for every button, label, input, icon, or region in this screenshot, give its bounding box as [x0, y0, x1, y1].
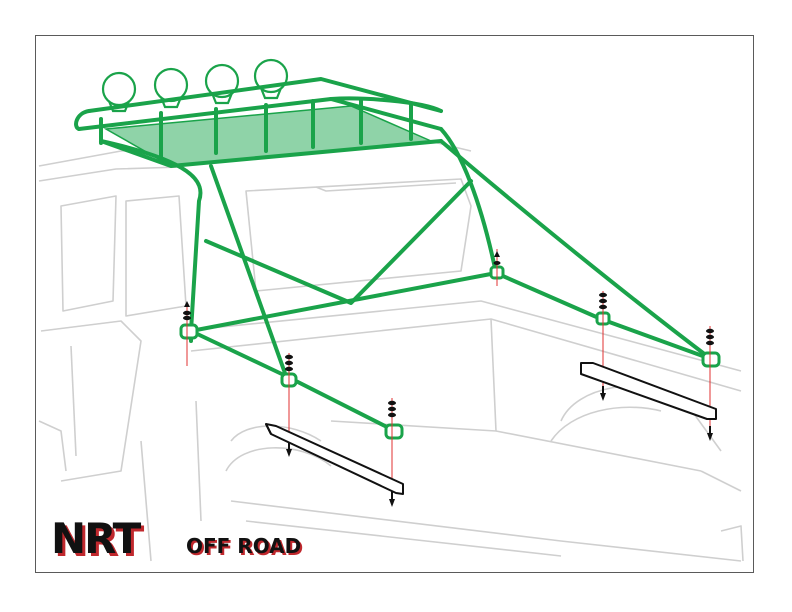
- bolt-arrow-icon: [286, 449, 292, 457]
- mount-collar: [384, 423, 404, 440]
- washer-stack-icon: [493, 251, 501, 265]
- brand-logo: NRT NRT OFF ROAD OFF ROAD: [51, 514, 303, 566]
- washer-stack-icon: [183, 301, 191, 321]
- logo-tagline: OFF ROAD: [186, 534, 301, 558]
- mount-collars: [179, 265, 721, 440]
- bolt-arrow-icon: [389, 499, 395, 507]
- logo-brand: NRT: [51, 514, 142, 563]
- washer-stack-icon: [599, 292, 607, 310]
- logo-brand-shadow: NRT: [54, 517, 145, 566]
- bed-bracket-left: [265, 423, 404, 495]
- truck-outline: [38, 138, 744, 562]
- bolt-arrow-icon: [600, 393, 606, 401]
- hardware-lines: [186, 249, 711, 496]
- install-diagram: NRT NRT OFF ROAD OFF ROAD: [38, 58, 744, 566]
- washer-stack-icon: [388, 400, 396, 418]
- mount-collar: [179, 323, 199, 340]
- diagram-frame: NRT NRT OFF ROAD OFF ROAD: [35, 35, 754, 573]
- washer-stack-icon: [706, 328, 714, 346]
- light-pod-icon: [253, 58, 289, 100]
- light-pod-icon: [204, 63, 240, 105]
- logo-tagline-shadow: OFF ROAD: [188, 536, 303, 560]
- mount-collar: [701, 351, 721, 368]
- bed-brackets: [265, 362, 717, 495]
- hardware-stacks: [183, 251, 714, 507]
- bolt-arrow-icon: [707, 433, 713, 441]
- washer-stack-icon: [285, 354, 293, 372]
- roll-cage: [74, 77, 721, 440]
